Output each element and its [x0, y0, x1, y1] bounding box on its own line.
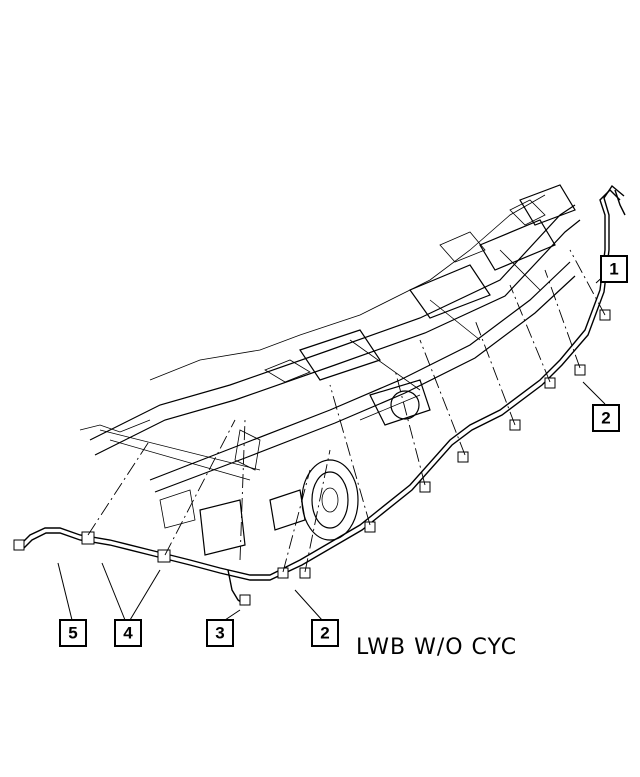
brake-line	[13, 184, 626, 606]
callout-3-label: 3	[215, 624, 224, 643]
callout-1: 1	[600, 255, 628, 283]
callout-4-label: 4	[123, 624, 133, 643]
leader-lines	[57, 272, 608, 621]
line-clips	[81, 309, 611, 606]
rear-axle-assembly	[99, 379, 431, 556]
callout-2-front-label: 2	[320, 624, 329, 643]
assembly-lines	[87, 249, 606, 573]
callout-2-rear: 2	[592, 404, 620, 432]
callout-2-front: 2	[311, 619, 339, 647]
callout-1-label: 1	[609, 260, 618, 279]
callout-3: 3	[206, 619, 234, 647]
callout-2-rear-label: 2	[601, 409, 610, 428]
callout-5: 5	[59, 619, 87, 647]
callout-5-label: 5	[68, 624, 77, 643]
frame-rails	[79, 184, 581, 493]
callout-4: 4	[114, 619, 142, 647]
diagram-caption: LWB W/O CYC	[356, 635, 517, 660]
